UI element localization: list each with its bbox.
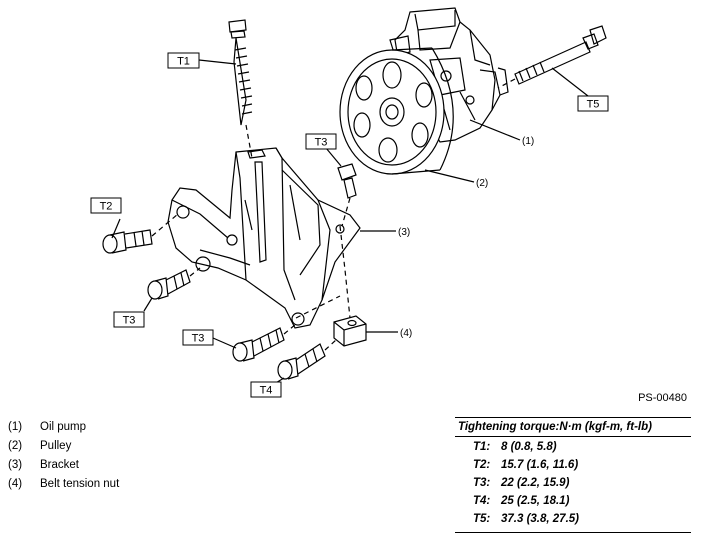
legend-item: (4) Belt tension nut [8,475,119,494]
svg-text:T3: T3 [315,137,328,149]
torque-code: T3: [473,477,491,489]
svg-text:T3: T3 [192,333,205,345]
svg-text:T3: T3 [123,315,136,327]
bolt-t5 [497,25,607,89]
figure-id: PS-00480 [638,392,687,404]
bracket [167,147,361,329]
ref-4: (4) [400,328,412,339]
torque-heading: Tightening torque:N·m (kgf-m, ft-lb) [455,420,691,437]
callout-t1: T1 [167,52,200,69]
torque-code: T4: [473,495,491,507]
legend-name: Oil pump [40,421,87,433]
bolt-t3-left [147,267,201,300]
svg-text:T5: T5 [587,99,600,111]
torque-row: T3: 22 (2.2, 15.9) [455,474,691,492]
svg-text:T4: T4 [260,385,273,397]
bolt-t2 [102,213,179,254]
callout-t3-lower: T3 [182,329,214,346]
legend-name: Belt tension nut [40,478,120,490]
bolt-t3-upper [337,163,357,227]
torque-value: 37.3 (3.8, 27.5) [501,513,579,525]
ref-2: (2) [476,178,488,189]
parts-legend: (1) Oil pump (2) Pulley (3) Bracket (4) … [8,418,119,494]
callout-t4: T4 [250,381,282,398]
bolt-t4 [277,339,337,380]
legend-name: Pulley [40,440,72,452]
ref-1: (1) [522,136,534,147]
bolt-t3-lower [232,323,297,362]
exploded-view-diagram: T1 T3 T2 T3 T3 T4 T5 (1) (2) (3) (4) [90,7,609,398]
torque-code: T5: [473,513,491,525]
torque-code: T2: [473,459,491,471]
callout-t3-left: T3 [113,311,145,328]
svg-text:T1: T1 [177,56,190,68]
torque-value: 25 (2.5, 18.1) [501,495,570,507]
torque-value: 22 (2.2, 15.9) [501,477,570,489]
pulley [339,47,454,175]
torque-table: Tightening torque:N·m (kgf-m, ft-lb) T1:… [455,417,691,533]
legend-item: (1) Oil pump [8,418,119,437]
ref-3: (3) [398,227,410,238]
torque-code: T1: [473,441,491,453]
legend-item: (2) Pulley [8,437,119,456]
svg-text:T2: T2 [100,201,113,213]
legend-number: (2) [8,440,23,452]
torque-value: 15.7 (1.6, 11.6) [501,459,579,471]
legend-item: (3) Bracket [8,456,119,475]
legend-number: (4) [8,478,23,490]
legend-name: Bracket [40,459,79,471]
legend-number: (1) [8,421,23,433]
belt-tension-nut [333,315,367,347]
bolt-t1 [228,19,253,159]
callout-t3-upper: T3 [305,133,337,150]
torque-row: T1: 8 (0.8, 5.8) [455,438,691,456]
torque-row: T2: 15.7 (1.6, 11.6) [455,456,691,474]
callout-t5: T5 [577,95,609,112]
torque-row: T5: 37.3 (3.8, 27.5) [455,510,691,528]
legend-number: (3) [8,459,23,471]
torque-row: T4: 25 (2.5, 18.1) [455,492,691,510]
callout-t2: T2 [90,197,122,214]
torque-value: 8 (0.8, 5.8) [501,441,557,453]
